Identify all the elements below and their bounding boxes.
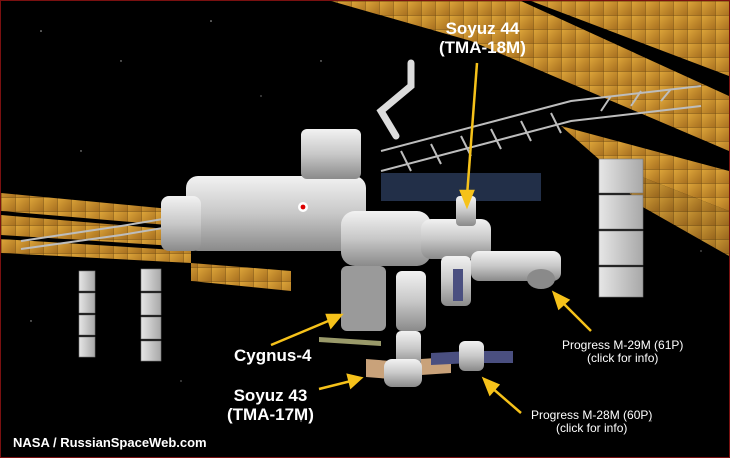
progress61-name: Progress M-29M (61P) [562, 338, 684, 352]
soyuz-panels [366, 269, 513, 387]
soyuz44-name: Soyuz 44 [445, 19, 520, 38]
soyuz43-id: (TMA-17M) [227, 405, 314, 425]
cygnus-panel [319, 337, 381, 346]
starfield [30, 20, 702, 422]
soyuz44-label: Soyuz 44 (TMA-18M) [439, 19, 526, 57]
radiator-left [78, 268, 162, 362]
robotic-arm [376, 59, 415, 140]
soyuz43-label: Soyuz 43 (TMA-17M) [227, 386, 314, 424]
callout-arrows [270, 62, 592, 414]
progress60-link[interactable]: Progress M-28M (60P) (click for info) [531, 409, 652, 434]
image-credit: NASA / RussianSpaceWeb.com [13, 435, 207, 450]
soyuz43-name: Soyuz 43 [233, 386, 308, 405]
progress60-info: (click for info) [556, 420, 628, 435]
progress60-name: Progress M-28M (60P) [531, 408, 653, 422]
station-modules [161, 129, 561, 366]
progress61-info: (click for info) [587, 350, 659, 365]
soyuz44-id: (TMA-18M) [439, 38, 526, 58]
progress61-link[interactable]: Progress M-29M (61P) (click for info) [562, 339, 683, 364]
cygnus-label: Cygnus-4 [234, 346, 312, 365]
radiator-right [598, 158, 644, 298]
